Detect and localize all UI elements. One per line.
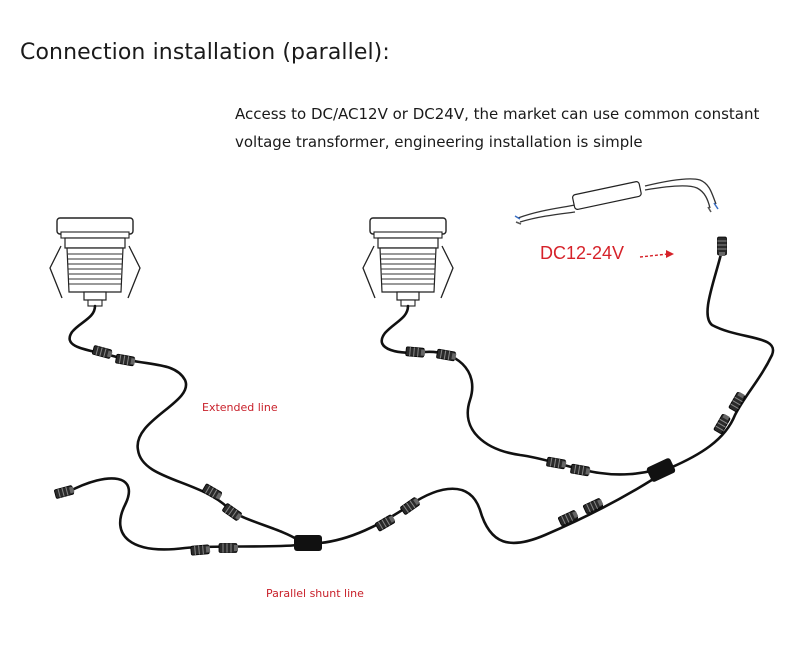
power-supply-transformer-icon xyxy=(514,178,719,225)
description: Access to DC/AC12V or DC24V, the market … xyxy=(235,100,775,156)
description-line-1: Access to DC/AC12V or DC24V, the market … xyxy=(235,105,760,123)
description-line-2: voltage transformer, engineering install… xyxy=(235,133,643,151)
voltage-label: DC12-24V xyxy=(540,243,625,263)
downlight-fixture-icon xyxy=(362,217,454,307)
splitter-box-icon xyxy=(646,458,676,482)
power-cable xyxy=(668,248,775,470)
parallel-shunt-line-label: Parallel shunt line xyxy=(266,587,364,600)
extended-line-cable xyxy=(68,304,300,542)
fixture-2-cable xyxy=(380,304,657,476)
splitter-box-icon xyxy=(294,535,322,551)
downlight-fixture-icon xyxy=(49,217,141,307)
parallel-shunt-cable xyxy=(318,476,657,545)
arrow-right-icon xyxy=(639,250,674,258)
stub-cable xyxy=(66,477,300,551)
extended-line-label: Extended line xyxy=(202,401,278,414)
page-title: Connection installation (parallel): xyxy=(20,40,390,65)
